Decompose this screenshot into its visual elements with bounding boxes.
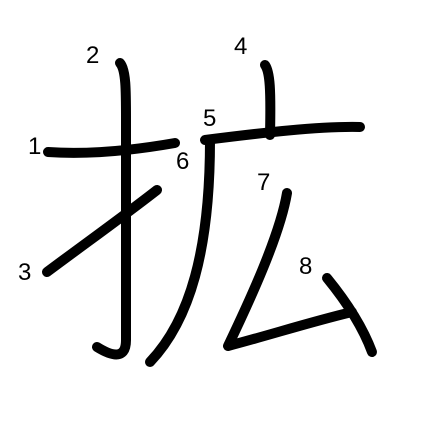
stroke-number-3: 3 [18, 259, 31, 286]
stroke-number-7: 7 [257, 169, 270, 196]
stroke-number-1: 1 [28, 133, 41, 160]
stroke-number-5: 5 [203, 105, 216, 132]
stroke-1 [43, 138, 180, 158]
stroke-number-4: 4 [234, 33, 247, 60]
stroke-4 [260, 60, 276, 140]
stroke-number-8: 8 [299, 253, 312, 280]
stroke-8 [322, 273, 377, 357]
stroke-7 [223, 188, 357, 351]
stroke-number-2: 2 [86, 42, 99, 69]
stroke-6 [145, 135, 215, 367]
stroke-5 [200, 121, 365, 145]
stroke-2 [92, 58, 131, 360]
stroke-3 [42, 185, 162, 277]
stroke-number-6: 6 [176, 148, 189, 175]
